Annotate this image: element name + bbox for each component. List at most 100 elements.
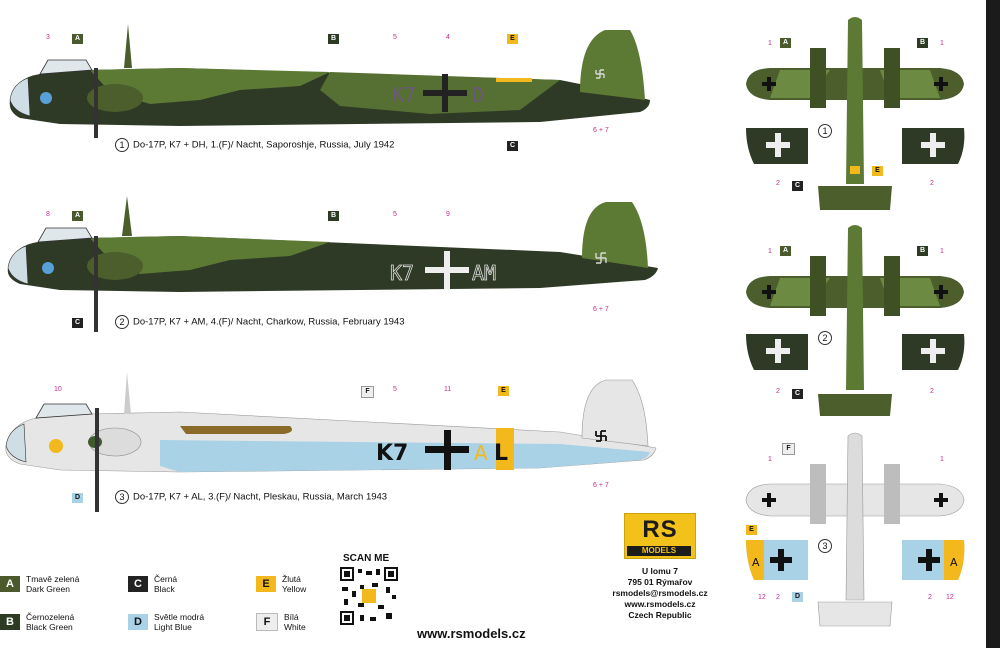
- tv3-tag-f: F: [782, 443, 795, 455]
- p1-antenna-mast: [124, 24, 132, 68]
- tag-e-p1: E: [507, 34, 518, 44]
- tv3-callout-12l: 12: [758, 594, 766, 601]
- p3-code-mid: A: [474, 441, 488, 465]
- legend-b-english: Black Green: [26, 622, 73, 632]
- tv1-callout-2l: 2: [776, 180, 780, 187]
- p1-nose-glass: [9, 77, 31, 117]
- right-border: [986, 0, 1000, 648]
- tv1-tag-e: E: [872, 166, 883, 176]
- tag-b-p2: B: [328, 211, 339, 221]
- tv2-callout-1r: 1: [940, 248, 944, 255]
- us3-code-l: A: [752, 556, 760, 569]
- tag-a-p1: A: [72, 34, 83, 44]
- tv2-engine-r: [884, 256, 900, 316]
- p2-code-right: AM: [472, 261, 496, 285]
- tv2-tag-c: C: [792, 389, 803, 399]
- tv3-callout-1l: 1: [768, 456, 772, 463]
- tv3-engine-l: [810, 464, 826, 524]
- p1-code-right: D: [472, 83, 484, 107]
- p3-brown-panel: [180, 426, 292, 434]
- p1-emblem-icon: [40, 92, 52, 104]
- address-web[interactable]: www.rsmodels.cz: [624, 599, 696, 609]
- legend-b-czech: Černozelená: [26, 612, 75, 622]
- p2-antenna-mast: [122, 196, 132, 236]
- top-view-1: [746, 17, 964, 210]
- p2-tail-fin: [582, 202, 648, 268]
- tag-e-p3: E: [498, 386, 509, 396]
- tv3-callout-2r: 2: [928, 594, 932, 601]
- tv1-callout-2r: 2: [930, 180, 934, 187]
- tv3-engine-r: [884, 464, 900, 524]
- p3-propeller: [95, 408, 99, 512]
- address-city: 795 01 Rýmařov: [627, 577, 693, 587]
- p2-emblem-icon: [42, 262, 54, 274]
- tv3-tail: [817, 601, 893, 627]
- tv3-cross-l: [762, 493, 776, 507]
- p3-code-right: L: [494, 441, 508, 466]
- p1-canopy: [39, 59, 93, 75]
- p3-tail-fin: [581, 379, 649, 447]
- tv2-engine-l: [810, 256, 826, 316]
- p3-swastika-icon: [595, 430, 607, 442]
- callout-4: 4: [446, 34, 450, 41]
- address-block: U lomu 7 795 01 Rýmařov rsmodels@rsmodel…: [605, 566, 715, 621]
- p3-nose-glass: [5, 423, 27, 463]
- p1-cross-v: [442, 74, 448, 112]
- p2-nose-glass: [7, 245, 29, 285]
- us3-cross-l: [770, 549, 792, 571]
- p3-cross-v: [444, 430, 451, 470]
- tv2-number: 2: [818, 331, 836, 345]
- tv1-yellow: [850, 166, 860, 174]
- legend-c-czech: Černá: [154, 574, 178, 584]
- legend-a-swatch: A: [0, 576, 20, 592]
- tag-f-p3: F: [361, 386, 374, 398]
- underside-2-wings: [746, 334, 965, 370]
- address-email[interactable]: rsmodels@rsmodels.cz: [612, 588, 708, 598]
- callout-5b: 5: [393, 211, 397, 218]
- tv2-cross-r: [934, 285, 948, 299]
- legend-b-swatch: B: [0, 614, 20, 630]
- tv1-fuselage: [846, 17, 864, 184]
- us2-cross-l: [766, 339, 790, 363]
- p1-propeller: [94, 68, 98, 138]
- website-footer[interactable]: www.rsmodels.cz: [417, 626, 526, 641]
- p1-swastika-icon: [595, 69, 605, 79]
- callout-6-7: 6 + 7: [593, 127, 609, 134]
- callout-10: 10: [54, 386, 62, 393]
- callout-9: 9: [446, 211, 450, 218]
- tv2-fuselage: [846, 225, 864, 390]
- legend-f-swatch: F: [256, 613, 278, 631]
- tv1-engine-r: [884, 48, 900, 108]
- p3-emblem-icon: [49, 439, 63, 453]
- tv2-cross-l: [762, 285, 776, 299]
- tv1-tag-b: B: [917, 38, 928, 48]
- tag-a-p2: A: [72, 211, 83, 221]
- legend-e-czech: Žlutá: [282, 574, 301, 584]
- tv1-tag-a: A: [780, 38, 791, 48]
- tv2-tag-b: B: [917, 246, 928, 256]
- p1-yellow-band: [496, 78, 532, 82]
- tv3-cross-r: [934, 493, 948, 507]
- scan-me-label: SCAN ME: [343, 553, 390, 564]
- tv1-callout-1l: 1: [768, 40, 772, 47]
- qr-code-icon[interactable]: [340, 567, 398, 625]
- underside-3-wings: A A: [746, 540, 965, 580]
- tv1-engine-l: [810, 48, 826, 108]
- callout-8: 8: [46, 211, 50, 218]
- tv1-callout-1r: 1: [940, 40, 944, 47]
- p3-underside-blue: [160, 440, 650, 472]
- legend-f-czech: Bílá: [284, 612, 299, 622]
- p2-camo-green: [90, 236, 330, 274]
- p2-cross-v: [444, 251, 450, 289]
- p2-engine: [87, 252, 143, 280]
- address-country: Czech Republic: [628, 610, 692, 620]
- us2-cross-r: [921, 339, 945, 363]
- tv2-callout-2l: 2: [776, 388, 780, 395]
- callout-6-7b: 6 + 7: [593, 306, 609, 313]
- callout-11: 11: [444, 386, 452, 393]
- p2-canopy: [37, 227, 93, 243]
